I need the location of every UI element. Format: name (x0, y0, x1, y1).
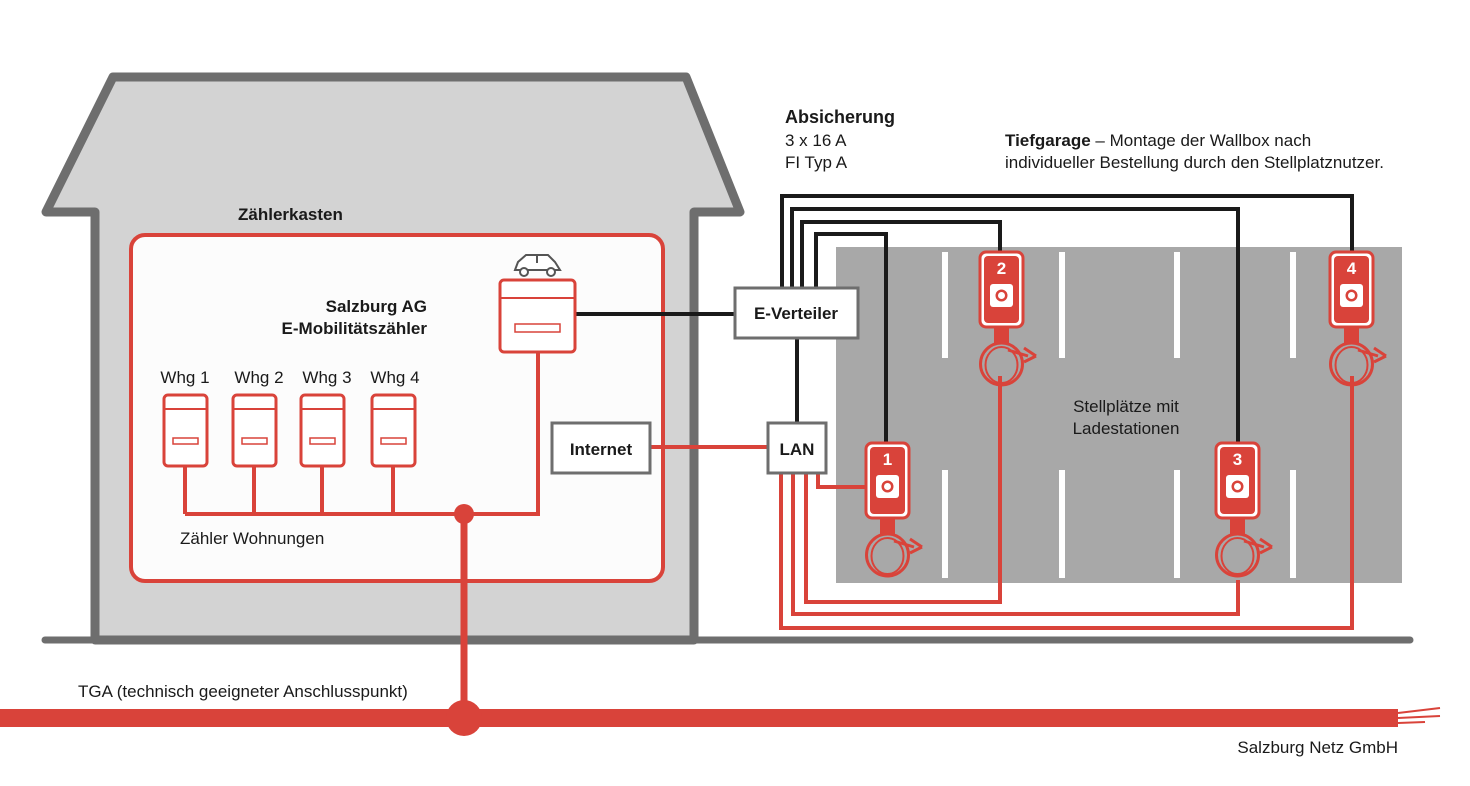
tiefgarage-bold: Tiefgarage (1005, 131, 1091, 150)
everteiler-label: E-Verteiler (754, 304, 838, 323)
meter-whg1 (162, 393, 209, 468)
wallbox-4-number: 4 (1347, 259, 1357, 278)
lan-label: LAN (780, 440, 815, 459)
whg2-label: Whg 2 (234, 368, 283, 387)
wallbox-4: 4 (1328, 250, 1387, 387)
emobility-meter (498, 278, 577, 354)
absicherung-title: Absicherung (785, 107, 895, 127)
meter-whg2 (231, 393, 278, 468)
emobil-line2: E-Mobilitätszähler (282, 319, 428, 338)
grid-cable (0, 709, 1398, 727)
emobil-line1: Salzburg AG (326, 297, 427, 316)
wallbox-2: 2 (978, 250, 1037, 387)
tga-label: TGA (technisch geeigneter Anschlusspunkt… (78, 682, 408, 701)
wallbox-1: 1 (864, 441, 923, 578)
absicherung-line2: FI Typ A (785, 153, 848, 172)
netz-label: Salzburg Netz GmbH (1237, 738, 1398, 757)
wallbox-2-number: 2 (997, 259, 1006, 278)
parking-area (836, 247, 1402, 583)
whg1-label: Whg 1 (160, 368, 209, 387)
stellplaetze-line1: Stellplätze mit (1073, 397, 1179, 416)
internet-box (550, 421, 652, 475)
stellplaetze-line2: Ladestationen (1073, 419, 1180, 438)
lan-box (766, 421, 828, 475)
cable-end-icon (1397, 707, 1441, 724)
wallbox-1-number: 1 (883, 450, 892, 469)
whg4-label: Whg 4 (370, 368, 419, 387)
tiefgarage-line2: individueller Bestellung durch den Stell… (1005, 153, 1384, 172)
everteiler-box (733, 286, 860, 340)
car-icon (513, 254, 562, 277)
apartment-meters (162, 393, 417, 468)
wallbox-3-number: 3 (1233, 450, 1242, 469)
zaehler-wohnungen-label: Zähler Wohnungen (180, 529, 324, 548)
absicherung-line1: 3 x 16 A (785, 131, 847, 150)
internet-label: Internet (570, 440, 633, 459)
power-lines-black (575, 194, 1354, 447)
tiefgarage-rest: – Montage der Wallbox nach (1091, 131, 1312, 150)
whg3-label: Whg 3 (302, 368, 351, 387)
meter-whg3 (299, 393, 346, 468)
data-lines-red (650, 376, 1354, 630)
meter-whg4 (370, 393, 417, 468)
tiefgarage-line1: Tiefgarage – Montage der Wallbox nach (1005, 131, 1311, 150)
zaehlerkasten-label: Zählerkasten (238, 205, 343, 224)
meter-junction (454, 504, 474, 524)
wallbox-3: 3 (1214, 441, 1273, 578)
meter-wiring (183, 352, 540, 516)
tga-junction (446, 700, 482, 736)
parking-lines (942, 252, 1296, 578)
